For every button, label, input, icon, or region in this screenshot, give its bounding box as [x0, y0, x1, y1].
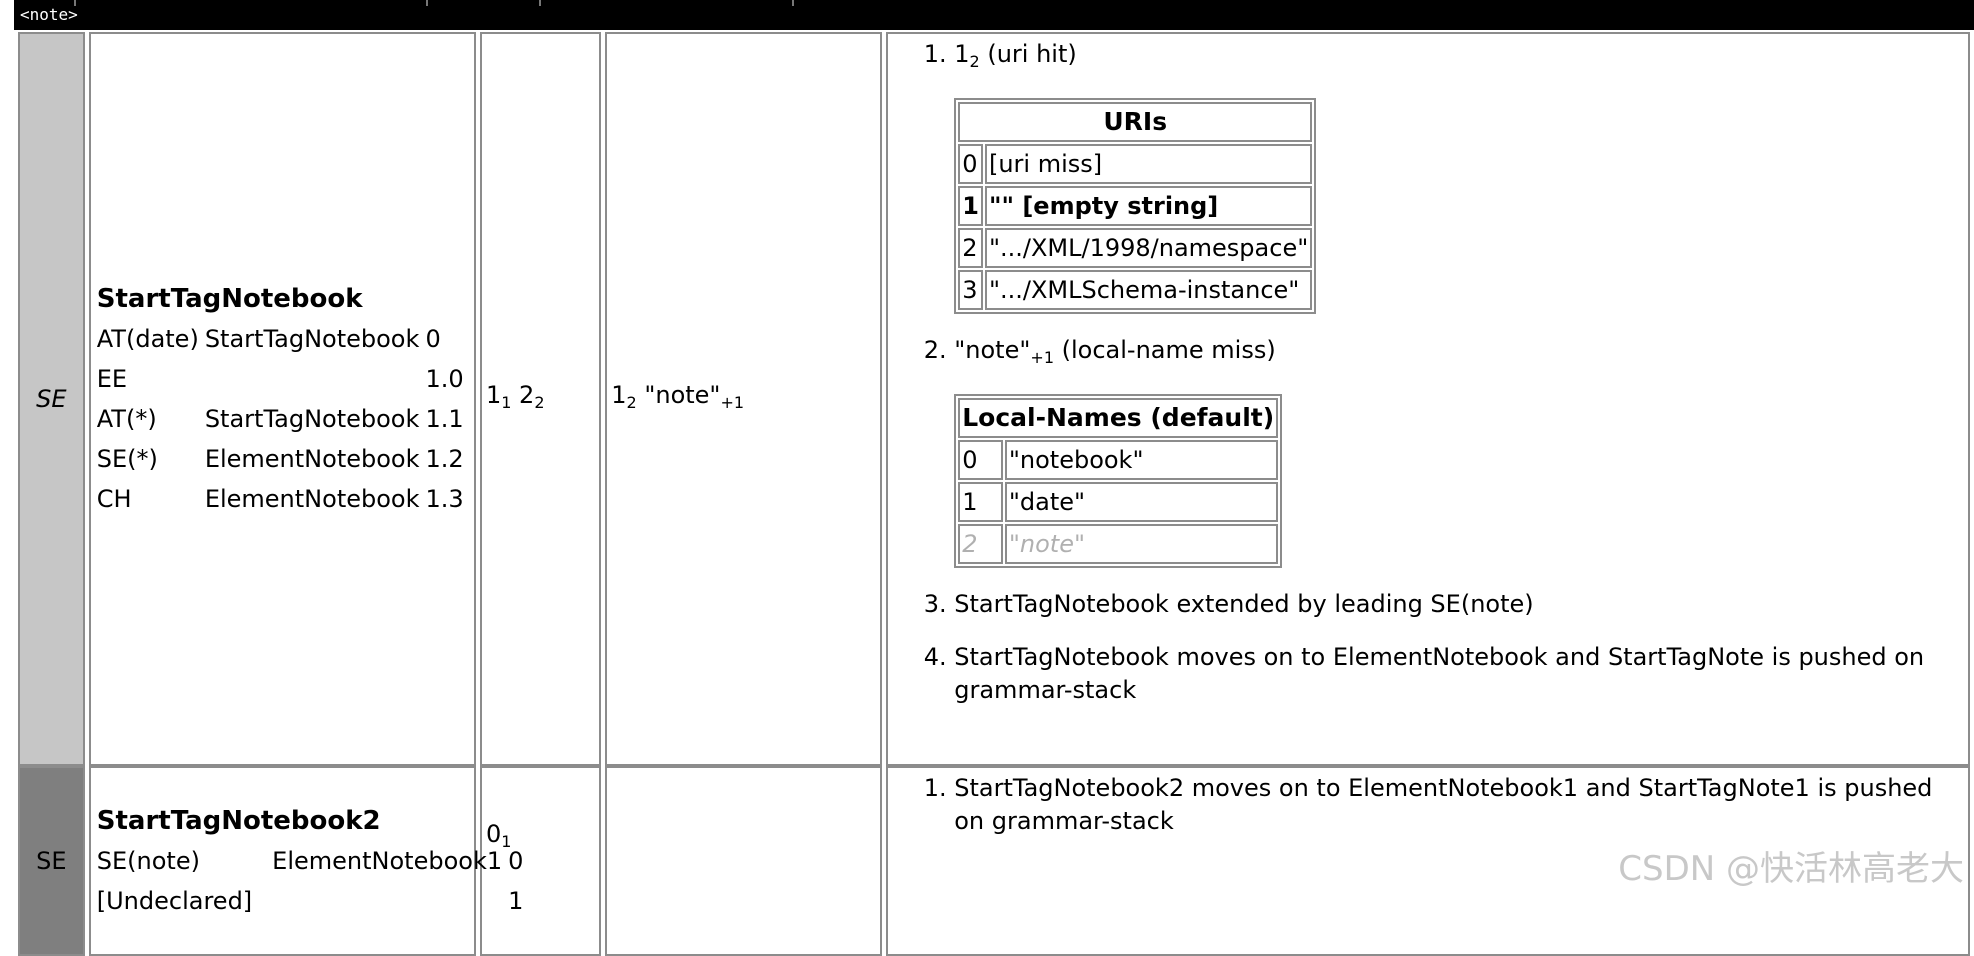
- column-tick: [539, 0, 541, 6]
- local-names-table: Local-Names (default) 0 "notebook" 1 "da…: [954, 394, 1283, 568]
- production-target: [199, 359, 420, 399]
- production-event: AT(*): [96, 405, 157, 433]
- production-event: SE(*): [96, 445, 158, 473]
- element-header-bar: <note>: [14, 0, 1974, 30]
- element-tag-label: <note>: [20, 5, 78, 24]
- local-name-value: "notebook": [1004, 440, 1279, 480]
- uris-table-title: URIs: [958, 102, 1313, 142]
- column-tick: [426, 0, 428, 6]
- table-row: SE StartTagNotebook2 SE(note) ElementNot…: [18, 766, 1970, 956]
- uri-code: 12: [611, 381, 637, 412]
- event-label: SE: [36, 847, 67, 875]
- event-code-part: 01: [485, 820, 512, 851]
- grammar-title: StartTagNotebook2: [96, 806, 381, 836]
- production-event: CH: [96, 485, 132, 513]
- uri-value: [uri miss]: [984, 144, 1313, 184]
- production-row: AT(*) StartTagNotebook 1.1: [97, 399, 464, 439]
- uri-value: ".../XMLSchema-instance": [984, 270, 1313, 310]
- uri-id: 2: [958, 228, 983, 268]
- production-event: [Undeclared]: [96, 887, 253, 915]
- uri-id: 3: [958, 270, 983, 310]
- production-target: ElementNotebook: [204, 485, 420, 513]
- production-target: StartTagNotebook: [204, 405, 420, 433]
- list-item: StartTagNotebook moves on to ElementNote…: [954, 641, 1968, 707]
- production-code: 0: [508, 847, 524, 875]
- table-row: 0 [uri miss]: [958, 144, 1313, 184]
- grammar-productions: SE(note) ElementNotebook1 0 [Undeclared]…: [97, 841, 524, 921]
- table-row: 1 "date": [958, 482, 1279, 522]
- production-event: EE: [96, 365, 128, 393]
- production-row: SE(note) ElementNotebook1 0: [97, 841, 524, 881]
- grammar-cell: StartTagNotebook2 SE(note) ElementNotebo…: [88, 766, 523, 956]
- production-target: ElementNotebook1: [272, 847, 503, 875]
- table-row: 2 ".../XML/1998/namespace": [958, 228, 1313, 268]
- local-names-table-title: Local-Names (default): [958, 398, 1279, 438]
- production-event: AT(date): [96, 325, 199, 353]
- event-cell: SE: [18, 32, 85, 766]
- local-name-id: 0: [958, 440, 1003, 480]
- production-row: CH ElementNotebook 1.3: [97, 479, 464, 519]
- table-row: SE StartTagNotebook AT(date) StartTagNot…: [18, 32, 1970, 766]
- production-code: 1.3: [425, 485, 464, 513]
- production-event: SE(note): [96, 847, 200, 875]
- event-code-cell: 01: [479, 766, 602, 956]
- name-code-cell: 12 "note"+1: [605, 32, 883, 766]
- list-item: StartTagNotebook2 moves on to ElementNot…: [954, 772, 1968, 838]
- production-code: 0: [425, 325, 441, 353]
- grammar-productions: AT(date) StartTagNotebook 0 EE 1.0 AT(*)…: [97, 319, 464, 519]
- encoding-steps-table: SE StartTagNotebook AT(date) StartTagNot…: [14, 32, 1974, 956]
- production-target: [252, 881, 502, 921]
- uri-value: "" [empty string]: [984, 186, 1313, 226]
- event-code-part: 22: [519, 381, 545, 412]
- uri-id: 1: [958, 186, 983, 226]
- column-tick: [74, 0, 76, 6]
- local-name-id: 1: [958, 482, 1003, 522]
- production-row: SE(*) ElementNotebook 1.2: [97, 439, 464, 479]
- steps-list: StartTagNotebook2 moves on to ElementNot…: [888, 772, 1968, 838]
- uris-table: URIs 0 [uri miss] 1 "" [empty string] 2 …: [954, 98, 1317, 314]
- name-code-cell: [605, 766, 883, 956]
- table-row: 3 ".../XMLSchema-instance": [958, 270, 1313, 310]
- event-code-part: 11: [485, 381, 512, 412]
- uri-id: 0: [958, 144, 983, 184]
- grammar-title: StartTagNotebook: [96, 284, 363, 314]
- event-cell: SE: [18, 766, 85, 956]
- list-item: "note"+1 (local-name miss) Local-Names (…: [954, 334, 1968, 568]
- list-item: 12 (uri hit) URIs 0 [uri miss] 1 "" [emp…: [954, 38, 1968, 314]
- table-row: 0 "notebook": [958, 440, 1279, 480]
- production-code: 1.2: [425, 445, 464, 473]
- production-row: AT(date) StartTagNotebook 0: [97, 319, 464, 359]
- production-target: StartTagNotebook: [204, 325, 420, 353]
- notes-cell: 12 (uri hit) URIs 0 [uri miss] 1 "" [emp…: [886, 32, 1970, 766]
- production-target: ElementNotebook: [204, 445, 420, 473]
- local-name-value: "note": [1004, 524, 1279, 564]
- local-name-code: "note"+1: [644, 381, 745, 412]
- local-name-value: "date": [1004, 482, 1279, 522]
- uri-value: ".../XML/1998/namespace": [984, 228, 1313, 268]
- watermark: CSDN @快活林高老大: [1618, 849, 1964, 889]
- steps-list: 12 (uri hit) URIs 0 [uri miss] 1 "" [emp…: [888, 38, 1968, 707]
- column-tick: [792, 0, 794, 6]
- local-name-id: 2: [958, 524, 1003, 564]
- event-label: SE: [36, 385, 67, 413]
- table-row-new-entry: 2 "note": [958, 524, 1279, 564]
- table-row-highlighted: 1 "" [empty string]: [958, 186, 1313, 226]
- event-code-cell: 11 22: [479, 32, 602, 766]
- production-code: 1.0: [425, 365, 464, 393]
- production-row: EE 1.0: [97, 359, 464, 399]
- production-code: 1.1: [425, 405, 464, 433]
- list-item: StartTagNotebook extended by leading SE(…: [954, 588, 1968, 621]
- production-row: [Undeclared] 1: [97, 881, 524, 921]
- grammar-cell: StartTagNotebook AT(date) StartTagNotebo…: [88, 32, 476, 766]
